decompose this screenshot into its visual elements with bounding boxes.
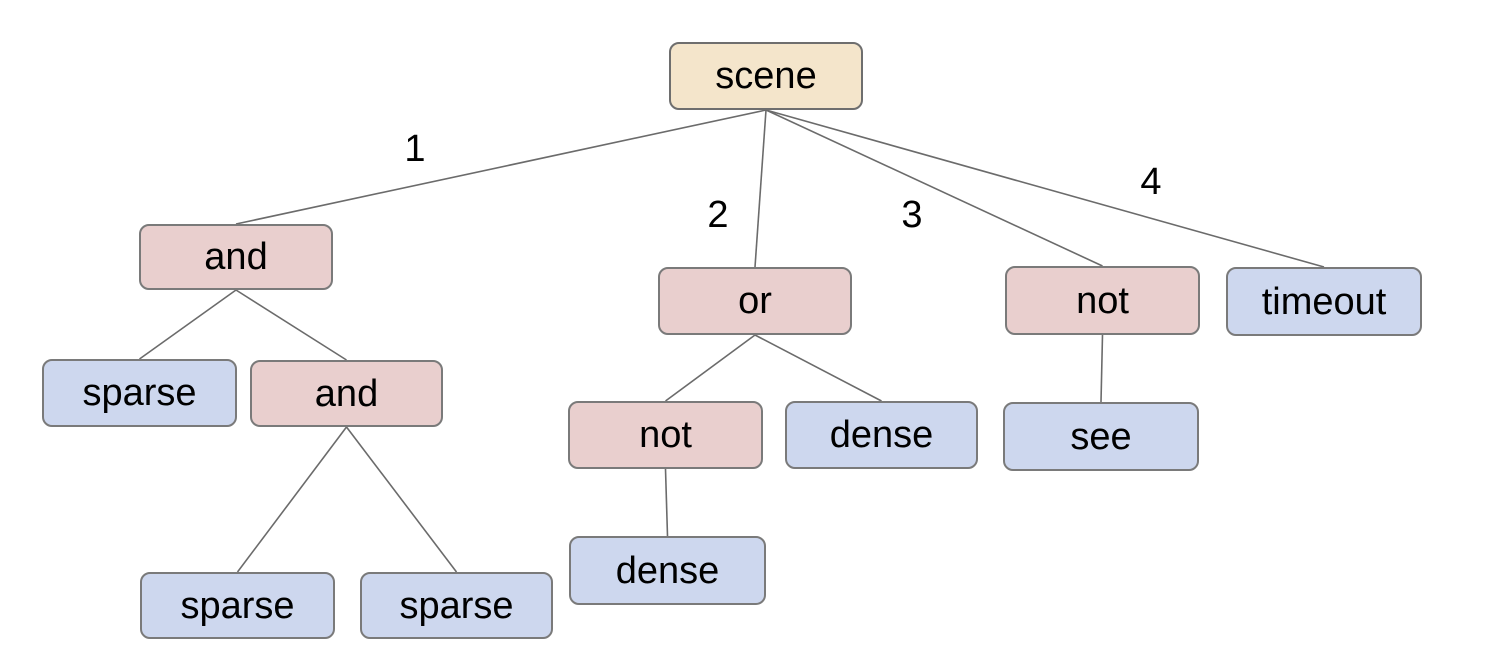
- edge-and1-and2: [235, 289, 347, 361]
- edge-scene-and1: [235, 109, 767, 225]
- node-not2: not: [568, 401, 763, 469]
- node-or1: or: [658, 267, 852, 335]
- edge-scene-timeout1: [765, 109, 1325, 268]
- edge-and2-sparse3: [345, 426, 458, 573]
- edge-scene-or1: [754, 109, 767, 268]
- node-sparse1: sparse: [42, 359, 237, 427]
- edge-and1-sparse1: [139, 289, 237, 360]
- node-and1: and: [139, 224, 333, 290]
- edge-not2-dense2: [664, 468, 669, 537]
- node-dense1: dense: [785, 401, 978, 469]
- node-timeout1: timeout: [1226, 267, 1422, 336]
- edge-label-3: 3: [901, 194, 923, 236]
- edge-label-2: 2: [707, 194, 729, 236]
- edge-or1-dense1: [754, 334, 882, 402]
- node-dense2: dense: [569, 536, 766, 605]
- node-scene: scene: [669, 42, 863, 110]
- node-not1: not: [1005, 266, 1200, 335]
- edge-label-1: 1: [404, 128, 426, 170]
- node-sparse3: sparse: [360, 572, 553, 639]
- edge-scene-not1: [765, 109, 1103, 267]
- node-and2: and: [250, 360, 443, 427]
- node-sparse2: sparse: [140, 572, 335, 639]
- edge-and2-sparse2: [236, 426, 348, 573]
- node-see1: see: [1003, 402, 1199, 471]
- edge-not1-see1: [1100, 334, 1104, 403]
- edge-label-4: 4: [1140, 161, 1162, 203]
- edge-or1-not2: [665, 334, 756, 402]
